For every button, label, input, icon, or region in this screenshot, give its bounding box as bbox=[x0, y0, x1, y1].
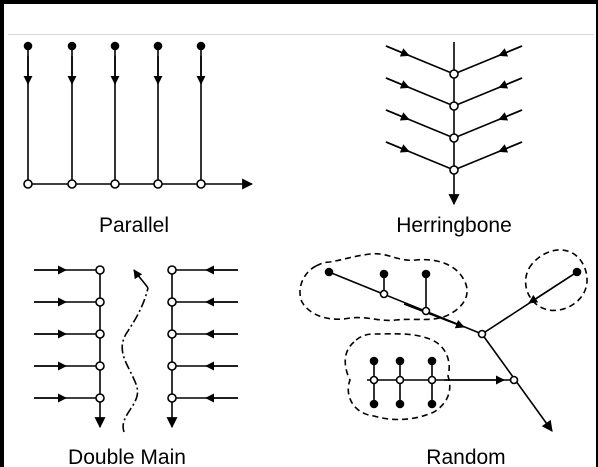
random-pattern bbox=[299, 249, 588, 432]
drainage-patterns-diagram: Parallel Her bbox=[23, 41, 588, 467]
label-herringbone: Herringbone bbox=[396, 214, 512, 237]
parallel-tributary bbox=[153, 41, 163, 189]
random-wet-area-boundary bbox=[524, 249, 588, 312]
label-double-main: Double Main bbox=[68, 446, 186, 467]
herringbone-junction bbox=[449, 133, 459, 143]
top-divider bbox=[8, 34, 594, 35]
parallel-tributary bbox=[110, 41, 120, 189]
label-random: Random bbox=[426, 446, 505, 467]
parallel-tributary bbox=[23, 41, 33, 189]
herringbone-junction bbox=[449, 101, 459, 111]
herringbone-pattern bbox=[385, 42, 523, 206]
label-parallel: Parallel bbox=[99, 214, 169, 237]
parallel-pattern bbox=[23, 41, 254, 190]
random-wet-area-boundary bbox=[344, 332, 451, 421]
parallel-tributary bbox=[196, 41, 206, 189]
herringbone-junction bbox=[449, 165, 459, 175]
herringbone-junction bbox=[449, 69, 459, 79]
double-main-stream bbox=[121, 287, 149, 433]
double-main-pattern bbox=[34, 265, 238, 433]
parallel-tributary bbox=[67, 41, 77, 189]
random-wet-area-boundary bbox=[299, 252, 468, 322]
